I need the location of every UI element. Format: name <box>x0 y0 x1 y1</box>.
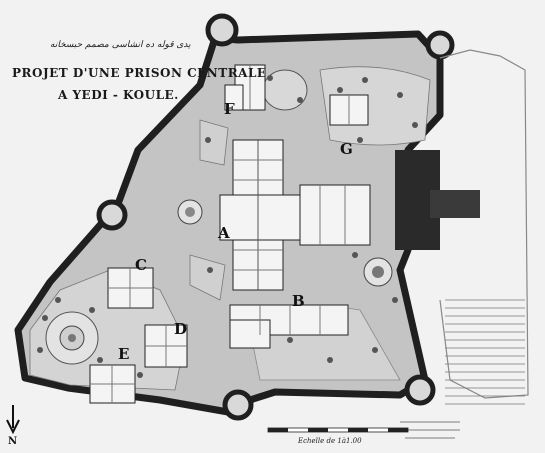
section-label-d: D <box>174 320 188 338</box>
signature-lines <box>400 421 460 439</box>
outer-enclosure <box>439 49 529 399</box>
building-c <box>107 267 154 309</box>
plan-title: PROJET D'UNE PRISON CENTRALE <box>12 66 267 80</box>
section-label-a: A <box>218 224 230 242</box>
building-b <box>229 304 349 349</box>
scale-label: Echelle de 1à1.00 <box>298 437 362 445</box>
ottoman-caption: یدی قوله ده انشاسی مصمم حبسخانه <box>50 40 191 50</box>
tower-north <box>205 13 239 47</box>
north-arrow-icon <box>6 405 20 435</box>
tower-northeast <box>425 30 455 60</box>
section-label-f: F <box>224 100 235 118</box>
building-d <box>144 324 188 368</box>
section-label-g: G <box>340 140 353 158</box>
plan-subtitle: A YEDI - KOULE. <box>58 88 179 102</box>
tower-south <box>222 389 254 421</box>
tower-southeast <box>404 374 436 406</box>
building-a <box>219 139 371 291</box>
tower-west <box>96 199 128 231</box>
north-label: N <box>8 436 18 447</box>
section-label-b: B <box>292 292 305 310</box>
legend-lines <box>445 299 525 405</box>
section-label-e: E <box>118 345 130 363</box>
building-e <box>89 364 136 404</box>
building-f <box>224 64 266 111</box>
scale-bar <box>267 427 409 433</box>
building-g <box>329 94 369 126</box>
section-label-c: C <box>135 256 147 274</box>
